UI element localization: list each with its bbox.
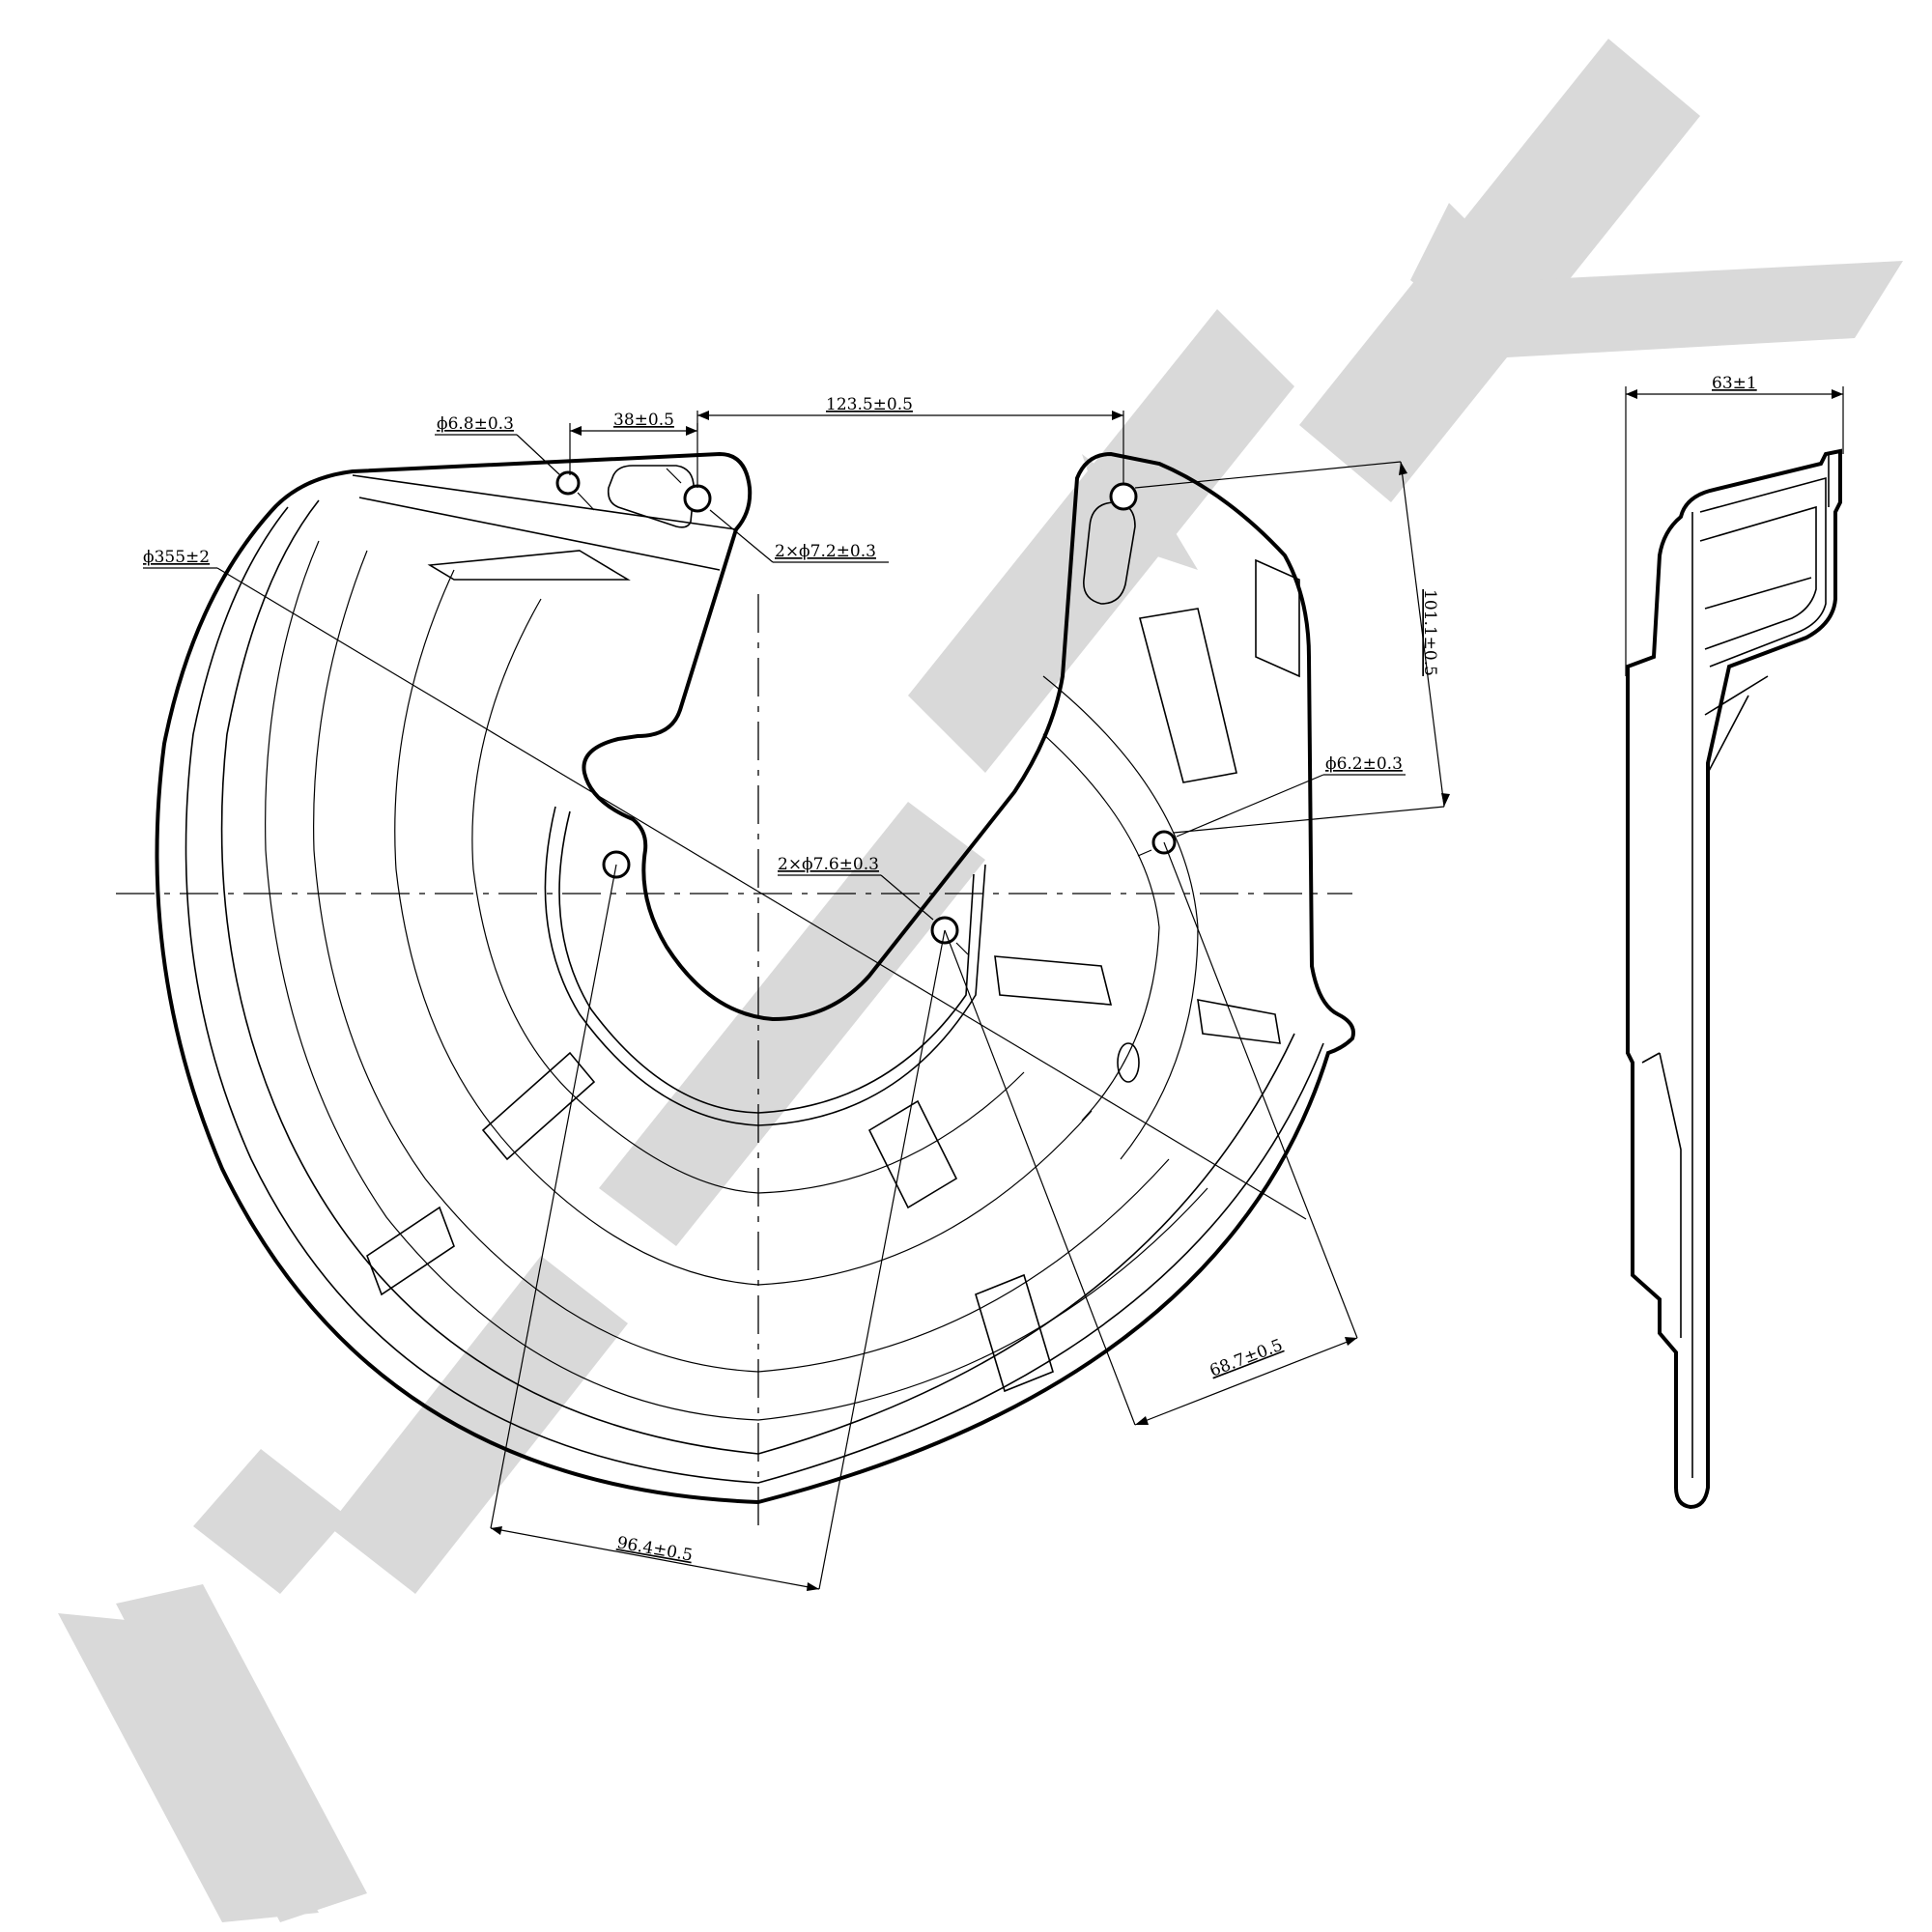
- arrowheads: [491, 389, 1843, 1591]
- label-len-96-4: 96.4±0.5: [615, 1533, 694, 1565]
- watermark-logo: [58, 39, 1903, 1922]
- label-len-63: 63±1: [1712, 374, 1757, 393]
- brake-shield-side-view: [1626, 448, 1842, 1510]
- oval-hole: [1117, 1042, 1140, 1083]
- label-len-101-1: 101.1±0.5: [1420, 589, 1439, 676]
- hole-6-8: [555, 470, 581, 496]
- label-dia-7-2: 2×ϕ7.2±0.3: [775, 542, 876, 561]
- label-len-68-7: 68.7±0.5: [1208, 1336, 1286, 1381]
- dimension-labels: ϕ6.8±0.3 38±0.5 123.5±0.5 ϕ355±2 2×ϕ7.2±…: [143, 374, 1757, 1566]
- label-dia-6-2: ϕ6.2±0.3: [1325, 754, 1403, 774]
- brake-shield-front-view: [155, 451, 1355, 1505]
- label-dia-6-8: ϕ6.8±0.3: [437, 414, 514, 434]
- dimension-lines: [143, 386, 1844, 1590]
- label-len-123-5: 123.5±0.5: [826, 395, 913, 414]
- label-dia-355: ϕ355±2: [143, 548, 210, 567]
- hole-7-2-left: [683, 484, 712, 513]
- hole-7-2-right: [1109, 482, 1138, 511]
- label-len-38: 38±0.5: [613, 411, 674, 430]
- label-dia-7-6: 2×ϕ7.6±0.3: [778, 855, 879, 874]
